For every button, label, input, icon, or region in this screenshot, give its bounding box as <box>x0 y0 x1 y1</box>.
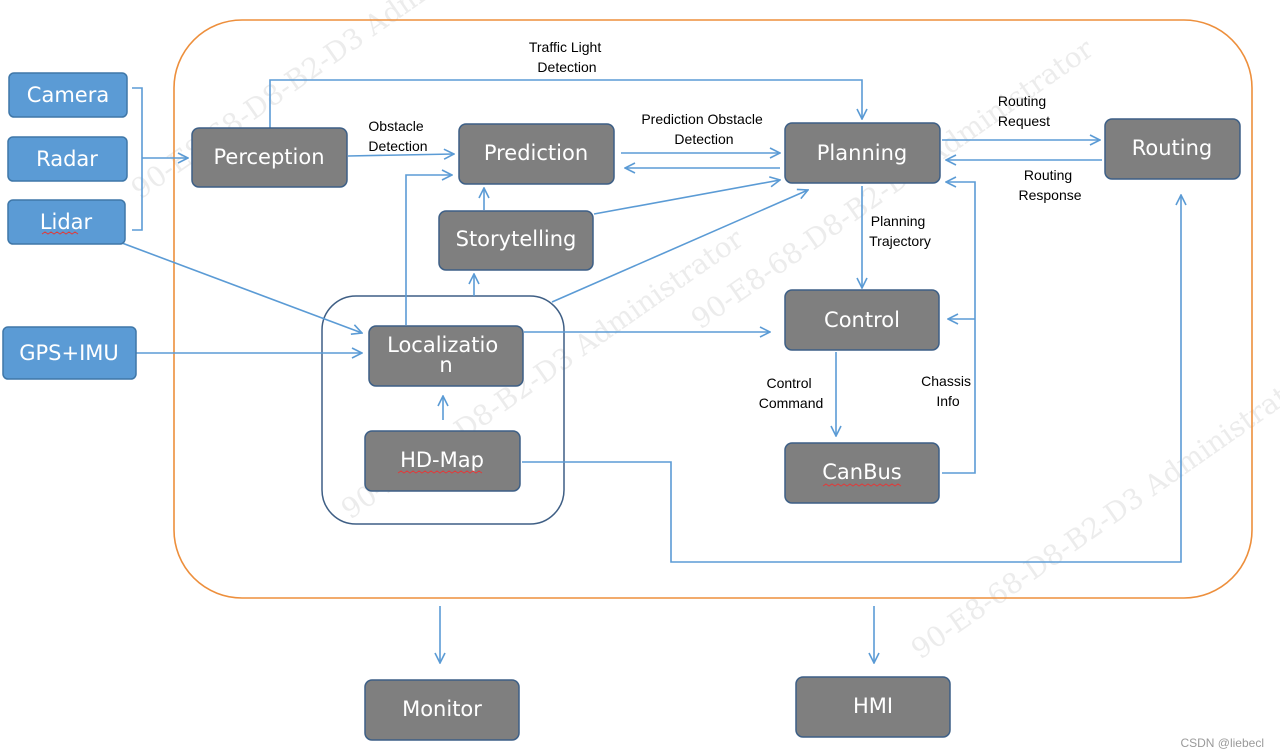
label-planning-trajectory: Planning Trajectory <box>869 213 931 249</box>
label-routing-response: Routing Response <box>1018 167 1081 203</box>
label-routing-request: Routing Request <box>998 93 1050 129</box>
edge-canbus-chassis <box>942 182 976 474</box>
canbus-node[interactable]: CanBus <box>784 442 940 504</box>
camera-label: Camera <box>27 83 109 107</box>
control-label: Control <box>824 308 900 332</box>
monitor-node[interactable]: Monitor <box>364 679 520 741</box>
system-container <box>173 19 1253 599</box>
label-traffic-light-detection: Traffic Light Detection <box>529 39 605 75</box>
connections <box>121 79 1181 663</box>
storytelling-label: Storytelling <box>456 227 577 251</box>
label-obstacle-detection: Obstacle Detection <box>368 118 427 154</box>
radar-node[interactable]: Radar <box>7 136 128 182</box>
edge-labels: Traffic Light Detection Obstacle Detecti… <box>368 39 1081 411</box>
canbus-label: CanBus <box>822 460 902 484</box>
edge-hdmap-routing <box>522 195 1181 563</box>
edge-localization-planning <box>551 190 808 303</box>
control-node[interactable]: Control <box>784 289 940 351</box>
edge-storytelling-planning <box>593 180 780 215</box>
localization-node[interactable]: Localizatio n <box>368 325 524 387</box>
label-control-command: Control Command <box>759 375 824 411</box>
perception-label: Perception <box>213 145 324 169</box>
perception-node[interactable]: Perception <box>191 127 348 188</box>
prediction-label: Prediction <box>484 141 588 165</box>
prediction-node[interactable]: Prediction <box>458 123 615 185</box>
monitor-label: Monitor <box>402 697 482 721</box>
planning-label: Planning <box>817 141 907 165</box>
radar-label: Radar <box>36 147 98 171</box>
lidar-node[interactable]: Lidar <box>7 199 126 245</box>
edge-localization-prediction <box>405 175 452 325</box>
gps-imu-node[interactable]: GPS+IMU <box>2 326 137 380</box>
hd-map-node[interactable]: HD-Map <box>364 430 521 492</box>
edge-perception-prediction <box>347 154 454 156</box>
edge-lidar-localization <box>121 242 362 333</box>
gps-imu-label: GPS+IMU <box>19 341 119 365</box>
sensor-bracket <box>132 87 143 231</box>
lidar-label: Lidar <box>40 210 93 234</box>
hd-map-label: HD-Map <box>400 448 484 472</box>
spellcheck-underline <box>397 470 483 474</box>
hmi-label: HMI <box>853 694 893 718</box>
footer-credit: CSDN @liebecl <box>1180 736 1264 750</box>
spellcheck-underline <box>41 231 79 235</box>
routing-node[interactable]: Routing <box>1104 118 1241 180</box>
label-chassis-info: Chassis Info <box>921 373 975 409</box>
localization-group <box>321 295 565 525</box>
hmi-node[interactable]: HMI <box>795 676 951 738</box>
watermark: 90-E8-68-D8-B2-D3 Administrator <box>905 362 1280 666</box>
label-prediction-obstacle-detection: Prediction Obstacle Detection <box>641 111 766 147</box>
storytelling-node[interactable]: Storytelling <box>438 210 594 271</box>
edge-perception-planning-traffic-light <box>269 79 862 128</box>
watermark-layer: 90-E8-68-D8-B2-D3 Administrator 90-E8-68… <box>125 0 1280 666</box>
camera-node[interactable]: Camera <box>8 72 128 118</box>
routing-label: Routing <box>1132 136 1213 160</box>
localization-label: Localizatio n <box>387 333 505 377</box>
spellcheck-underline <box>822 483 902 487</box>
planning-node[interactable]: Planning <box>784 122 941 184</box>
